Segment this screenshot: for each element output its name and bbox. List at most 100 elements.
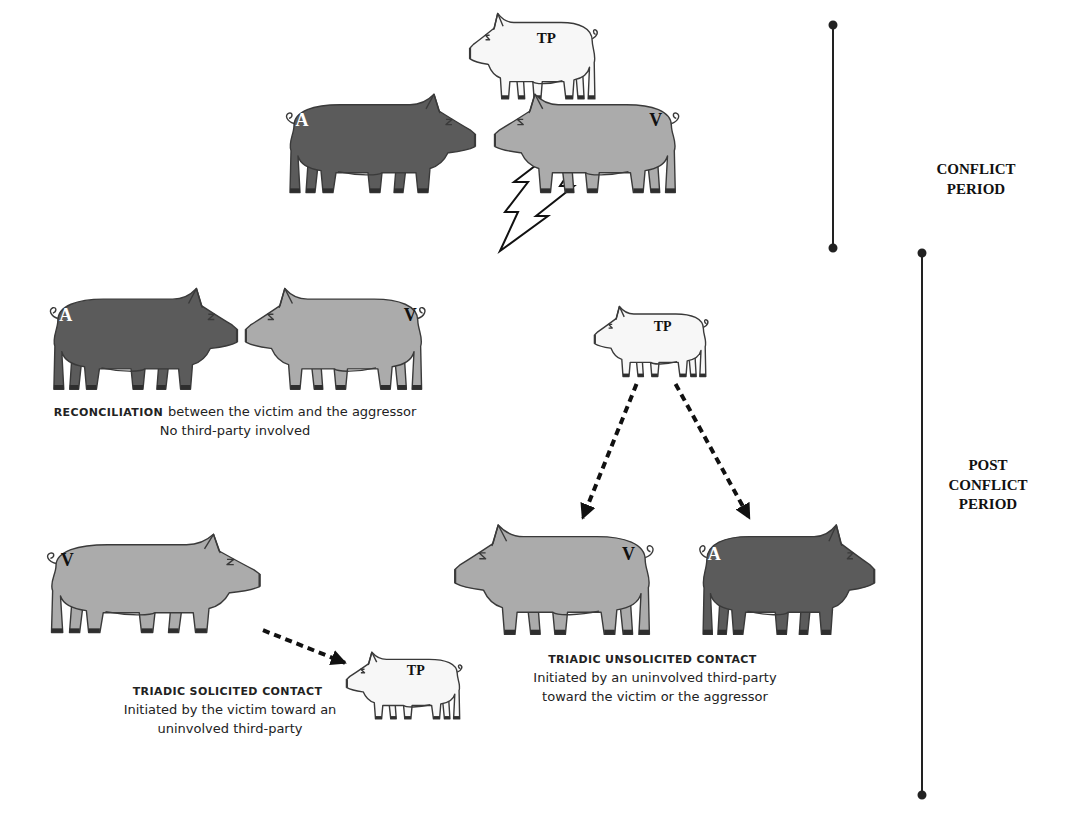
pig-part [106,612,156,615]
pig-part [651,362,677,364]
dashed-arrow [583,384,637,518]
pig-part [336,385,346,389]
pig-illustration [692,518,877,646]
pig-part [404,705,431,707]
period-text: CONFLICT PERIOD [936,161,1015,197]
pig-letter: TP [407,664,425,678]
pig-part [196,628,207,632]
pig-part [444,716,449,719]
pig-eye [847,553,853,559]
pig-part [391,716,396,719]
pig-part [651,188,660,192]
pig-part [314,385,323,389]
pig-tail [671,113,678,124]
pig-part [433,716,439,719]
dashed-arrow [676,384,750,518]
pig-part [470,13,597,98]
pig-eye [208,314,214,319]
caption: TRIADIC SOLICITED CONTACTInitiated by th… [105,682,355,739]
pig-part [873,569,875,583]
pig-part [502,95,509,99]
pig-part [70,385,79,389]
period-text: POST CONFLICT PERIOD [948,457,1027,512]
pig-part [494,134,496,147]
pig-part [703,630,712,635]
pig-part [718,630,726,635]
pig-part [426,94,440,113]
pig-part [347,652,462,719]
pig-part [652,374,658,377]
pig-part [495,94,679,192]
pig-part [494,13,503,29]
caption-line: TRIADIC SOLICITED CONTACT [105,682,355,701]
pig-part [666,188,676,192]
pig-part [291,385,301,389]
pig-part [412,385,422,389]
pig-letter: V [649,111,662,129]
pig-part [734,630,743,635]
pig-eye [517,119,523,124]
pig-illustration [492,88,687,203]
pig-eye [479,553,485,559]
post-conflict-bracket [921,253,923,795]
pig-node: A [42,282,240,400]
pig-part [822,630,831,635]
pig-part [394,188,403,192]
pig-eye [486,35,490,40]
pig-part [52,628,63,632]
pig-part [181,385,191,389]
pig-letter: TP [537,31,556,46]
pig-part [799,630,807,635]
pig-part [205,534,221,553]
pig-part [48,534,260,632]
pig-letter: V [622,545,635,563]
pig-tail [703,320,707,328]
pig-letter: V [404,306,417,324]
period-label: CONFLICT PERIOD [930,160,1022,199]
pig-part [157,385,166,389]
pig-part [334,368,376,371]
bracket-dot [919,250,926,257]
pig-part [381,385,391,389]
pig-body [470,13,595,98]
pig-part [519,95,525,99]
caption-line: TRIADIC UNSOLICITED CONTACT [505,650,805,669]
pig-node: V [243,282,433,400]
pig-node: TP [468,8,603,108]
pig-part [368,652,377,665]
pig-tail [645,546,653,558]
caption-line: No third-party involved [20,422,450,441]
pig-part [700,374,706,377]
pig-part [604,630,615,635]
pig-illustration [593,302,713,384]
pig-part [748,611,789,615]
pig-part [565,188,574,192]
pig-part [469,48,471,59]
pig-part [142,628,153,632]
caption-heading: TRIADIC SOLICITED CONTACT [133,685,323,698]
pig-part [594,335,596,344]
pig-part [529,94,543,113]
pig-eye [227,559,234,564]
pig-eye [446,119,452,124]
pig-part [533,81,563,84]
pig-body [290,94,475,192]
pig-body [347,652,460,719]
pig-part [405,716,411,719]
pig-part [595,306,708,376]
pig-part [623,374,629,377]
caption-text: Initiated by an uninvolved third-party t… [533,670,776,704]
pig-part [376,716,382,719]
caption-line: RECONCILIATIONbetween the victim and the… [20,403,450,422]
pig-part [639,630,650,635]
pig-part [101,368,145,371]
pig-part [578,95,584,99]
pig-part [454,569,456,583]
pig-part [259,574,261,587]
pig-part [633,188,643,192]
pig-letter: V [61,551,74,569]
dashed-arrow [263,630,345,663]
pig-tail [418,308,425,319]
pig-part [700,525,874,634]
